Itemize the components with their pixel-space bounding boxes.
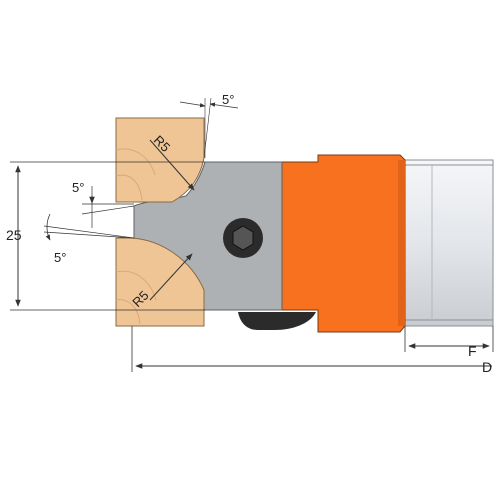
radius-arrow-top xyxy=(149,139,195,191)
cutter-body xyxy=(281,154,406,333)
hex-socket-icon xyxy=(232,225,254,251)
workpiece-bottom xyxy=(115,237,205,327)
angle-top-label: 5° xyxy=(222,92,234,107)
angle-low-label: 5° xyxy=(54,250,66,265)
bore-width-label: F xyxy=(468,343,477,359)
workpiece-top xyxy=(115,117,205,203)
clamp-wedge xyxy=(238,312,316,330)
cutter-hub-ring xyxy=(398,160,405,326)
height-label: 25 xyxy=(6,227,22,243)
angle-mid-label: 5° xyxy=(72,180,84,195)
diameter-label: D xyxy=(482,359,492,375)
radius-arrow-bottom xyxy=(149,253,193,301)
arbor-shaft xyxy=(404,159,494,327)
